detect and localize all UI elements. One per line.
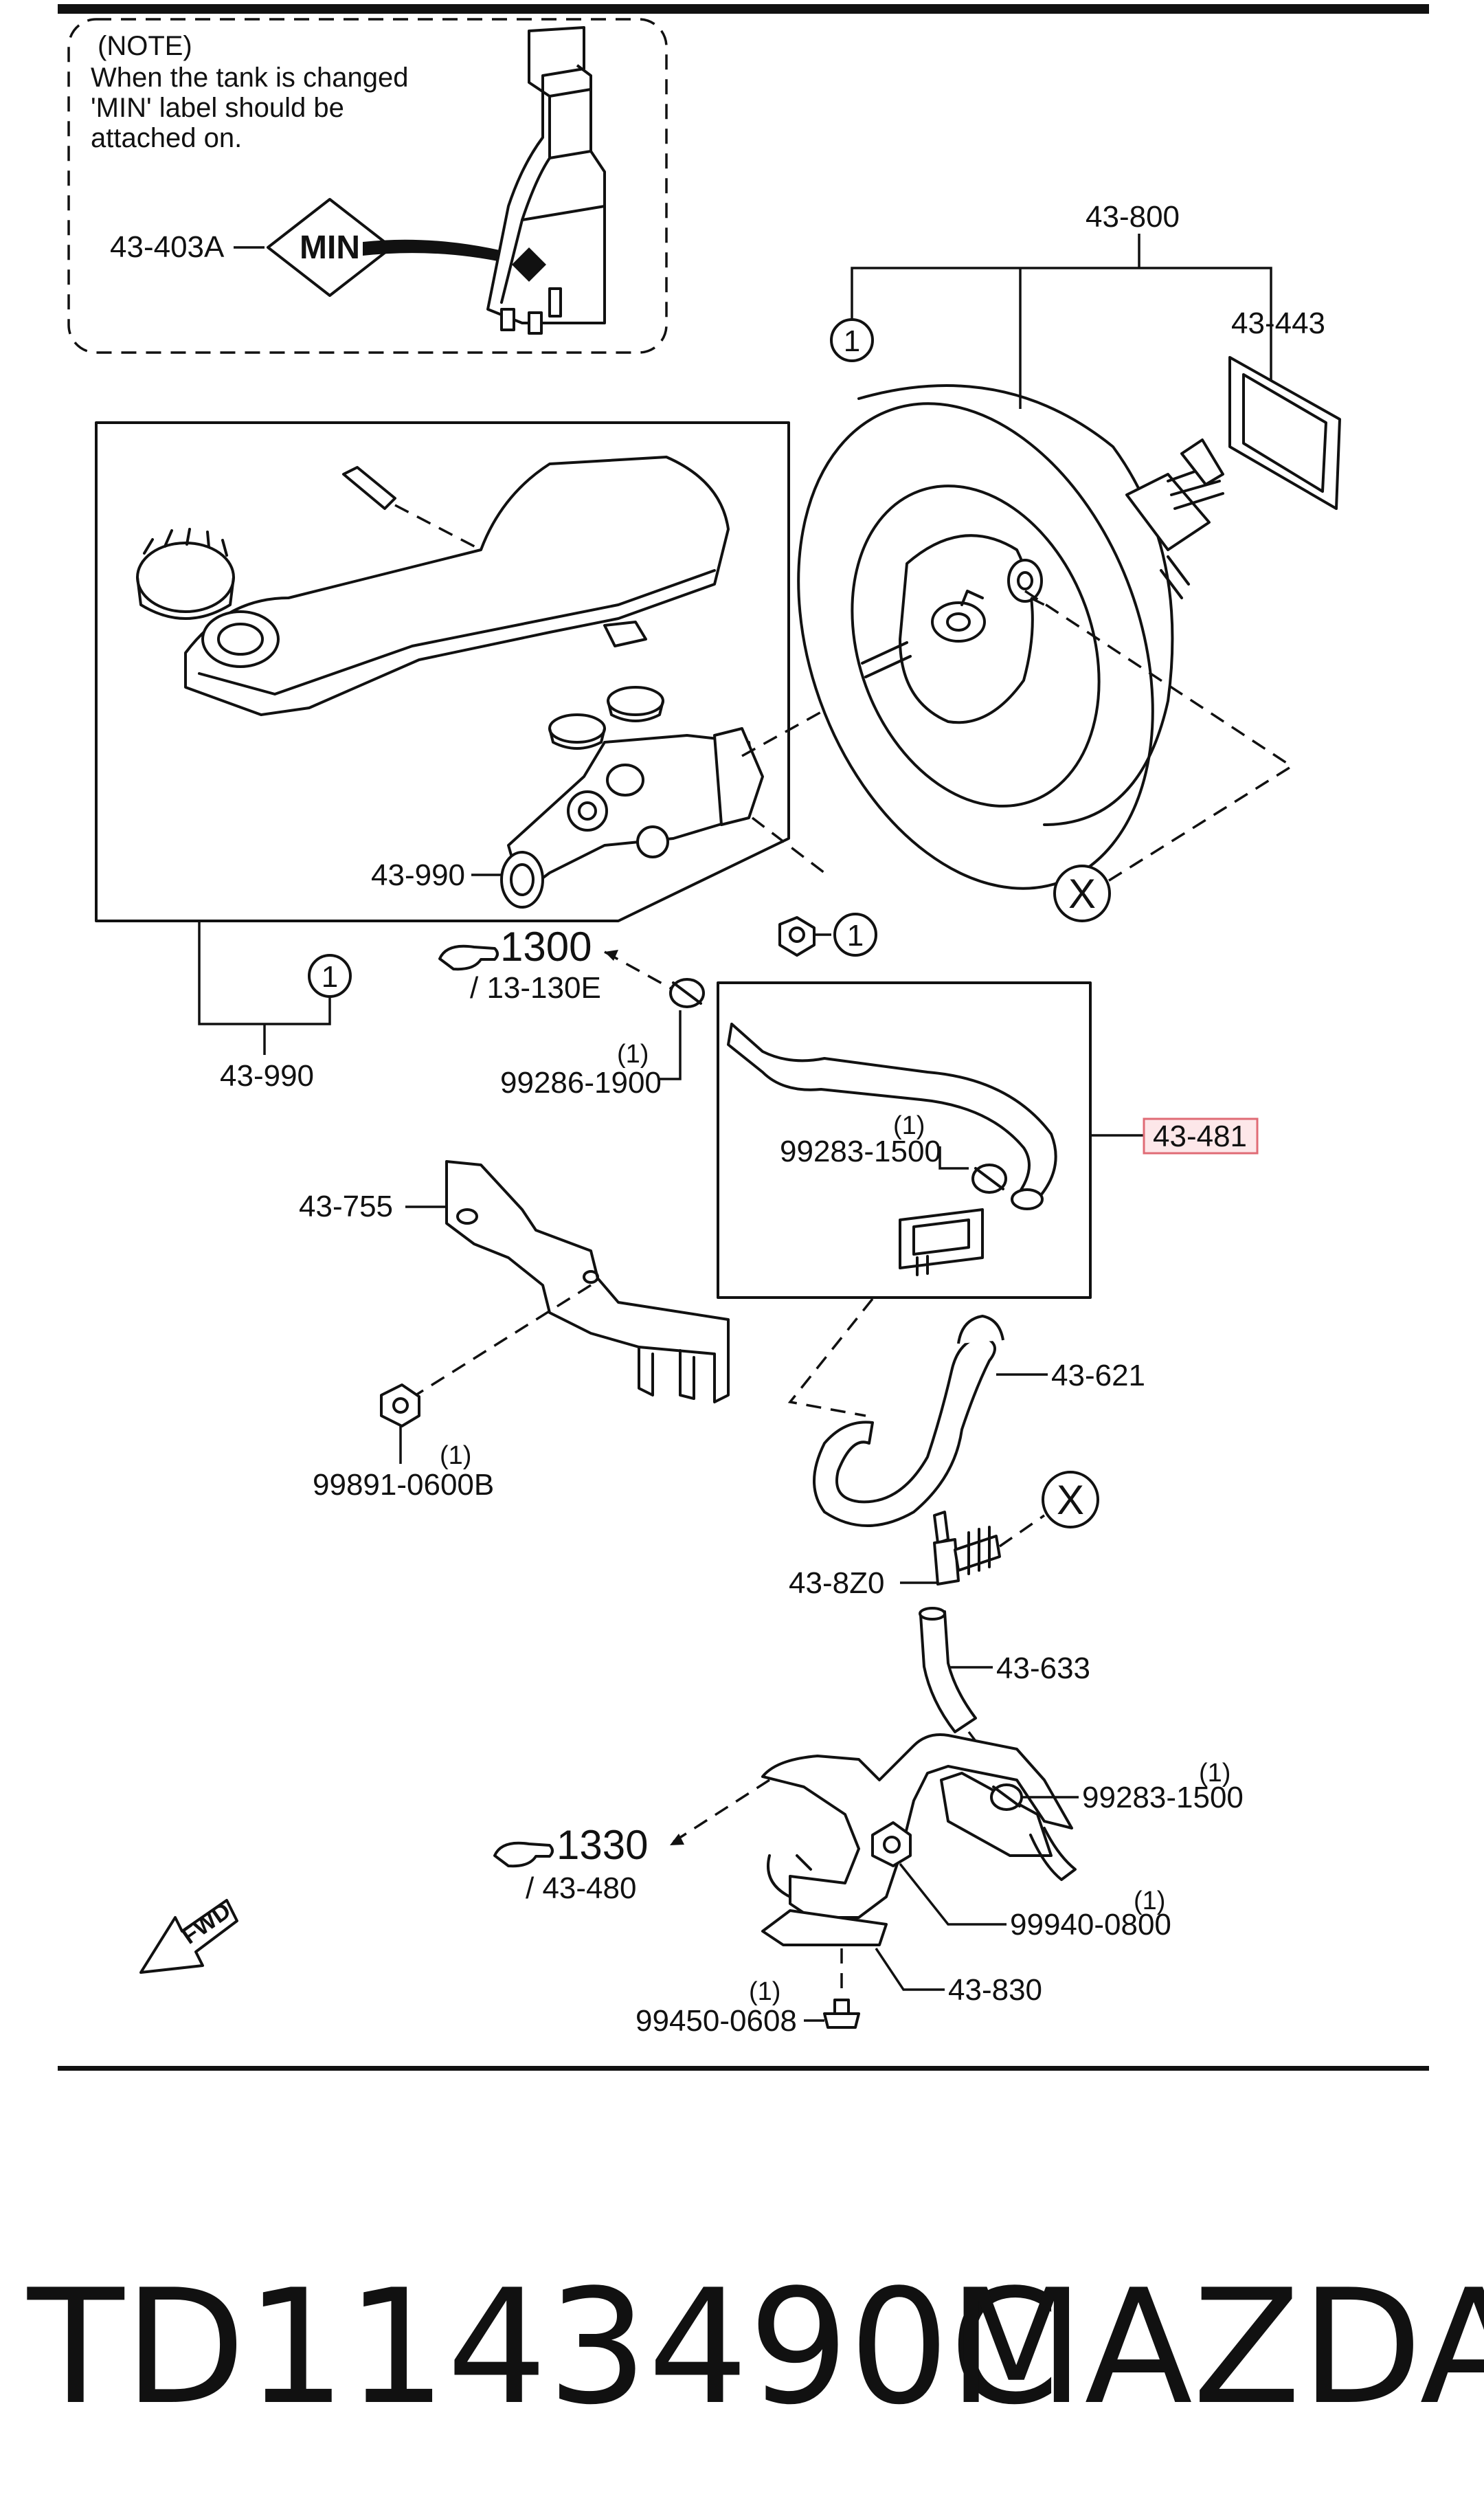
reference-1330: 1330 / 43-480	[493, 1779, 770, 1905]
label-43-830: 43-830	[948, 1973, 1042, 2007]
grommet-icon	[548, 686, 664, 750]
qty-clip-a: (1)	[617, 1040, 649, 1069]
ref-1300-sub: / 13-130E	[470, 971, 601, 1005]
label-43-403A: 43-403A	[110, 230, 225, 264]
reservoir-icon	[184, 456, 730, 716]
note-line-1: When the tank is changed	[91, 63, 409, 93]
vacuum-hose-box: (1) 99283-1500	[717, 981, 1092, 1299]
master-cylinder-icon	[500, 727, 764, 909]
ref-1330-main: 1330	[556, 1822, 648, 1868]
label-99286-1900: 99286-1900	[500, 1066, 662, 1100]
footer-brand: MAZDA	[948, 2256, 1484, 2440]
pointing-hand-icon	[438, 944, 499, 971]
qty-clip-b: (1)	[893, 1111, 925, 1140]
label-99891-0600B: 99891-0600B	[313, 1468, 494, 1502]
qty-nut-b: (1)	[1134, 1887, 1165, 1915]
label-99283-1500-a: 99283-1500	[780, 1135, 941, 1168]
hose-43-621-icon	[813, 1315, 1004, 1527]
master-cylinder-inset: 43-990	[95, 421, 866, 922]
hose-43-633-icon	[919, 1607, 977, 1733]
svg-text:X: X	[1068, 871, 1096, 917]
label-43-800: 43-800	[1086, 200, 1180, 234]
gasket-icon	[1228, 356, 1341, 510]
reservoir-tank-icon	[486, 26, 606, 335]
circle-marker-1-b: 1	[833, 913, 877, 957]
connector-icon	[933, 1511, 1001, 1586]
label-99450-0608: 99450-0608	[636, 2004, 797, 2038]
label-99283-1500-b: 99283-1500	[1082, 1781, 1244, 1814]
circle-marker-x-b: X	[1042, 1471, 1099, 1528]
clip-icon	[990, 1783, 1023, 1811]
nut-icon	[380, 1383, 420, 1427]
label-43-990-assy: 43-990	[220, 1059, 314, 1093]
circle-marker-1-c: 1	[308, 954, 352, 998]
note-line-2: 'MIN' label should be	[91, 93, 344, 123]
fwd-arrow-icon: FWD	[139, 1898, 238, 1974]
label-43-633: 43-633	[996, 1651, 1090, 1685]
nut-icon	[871, 1821, 912, 1867]
brake-booster: 43-800 1 43-443 X	[797, 200, 1341, 922]
svg-text:1: 1	[322, 960, 338, 994]
svg-text:X: X	[1057, 1477, 1084, 1523]
note-line-3: attached on.	[91, 123, 242, 153]
label-43-621: 43-621	[1051, 1359, 1145, 1392]
bracket-icon	[445, 1160, 730, 1403]
min-label-icon: MIN	[267, 198, 393, 297]
qty-bolt: (1)	[749, 1977, 780, 2006]
ref-1330-sub: / 43-480	[526, 1871, 636, 1905]
bolt-icon	[823, 1948, 860, 2029]
ref-1300-main: 1300	[500, 924, 592, 970]
qty-nut-a: (1)	[440, 1441, 471, 1470]
footer-part-number: TD1143490C	[27, 2256, 1060, 2440]
qty-clip-c: (1)	[1199, 1759, 1230, 1788]
svg-text:1: 1	[847, 919, 864, 953]
label-43-481: 43-481	[1153, 1120, 1247, 1153]
clip-icon	[669, 978, 705, 1008]
top-rule	[58, 4, 1429, 14]
label-99940-0800: 99940-0800	[1010, 1908, 1171, 1942]
circle-marker-1-a: 1	[830, 318, 874, 362]
note-box: (NOTE) When the tank is changed 'MIN' la…	[67, 18, 668, 354]
nut-icon	[778, 916, 816, 957]
label-43-755: 43-755	[299, 1190, 393, 1223]
bottom-rule	[58, 2066, 1429, 2071]
note-heading: (NOTE)	[98, 31, 192, 61]
label-43-443: 43-443	[1231, 307, 1325, 340]
svg-text:1: 1	[844, 324, 860, 358]
pointing-hand-icon	[493, 1841, 554, 1868]
reference-1300: 1300 / 13-130E	[438, 924, 674, 1005]
lower-bracket-icon	[761, 1733, 1077, 1946]
reservoir-cap-icon	[136, 528, 235, 620]
label-43-8Z0: 43-8Z0	[789, 1566, 884, 1600]
circle-marker-x-a: X	[1053, 865, 1111, 922]
svg-text:MIN: MIN	[300, 230, 360, 266]
label-43-990-inset: 43-990	[371, 858, 465, 892]
